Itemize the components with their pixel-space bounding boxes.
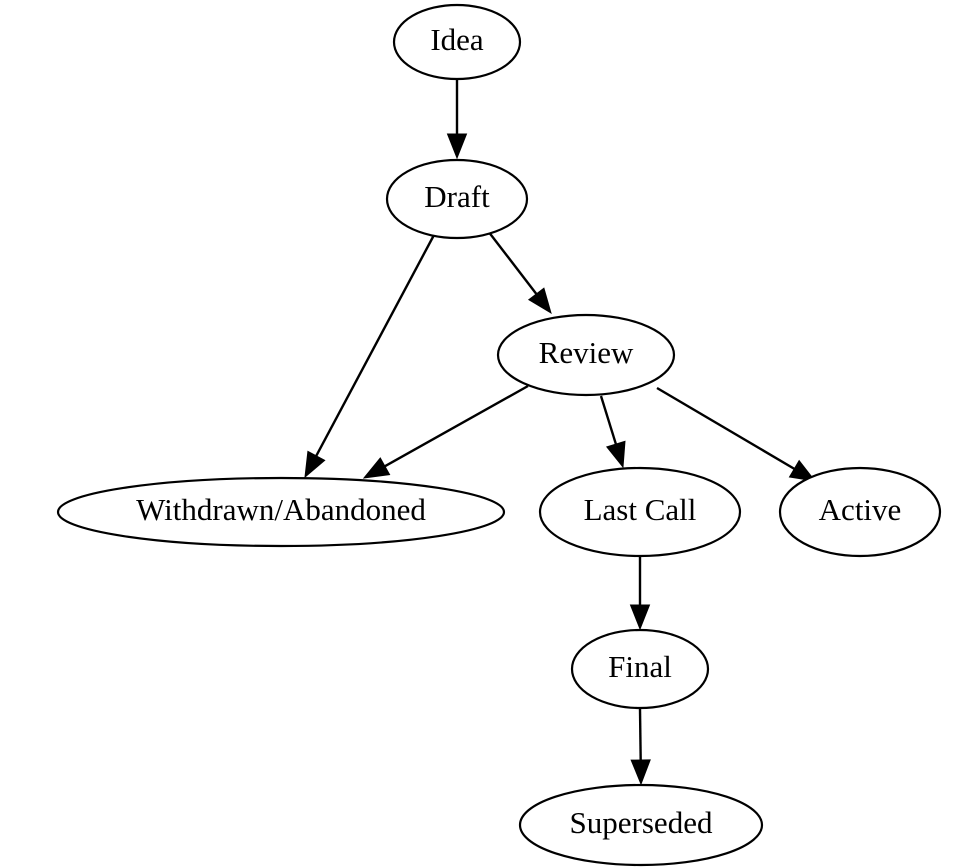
node-label: Withdrawn/Abandoned	[136, 492, 426, 527]
edge-line	[313, 234, 436, 460]
arrowhead-icon	[362, 457, 391, 479]
node-label: Superseded	[570, 805, 713, 840]
node-label: Final	[608, 649, 672, 684]
arrowhead-icon	[304, 450, 326, 479]
arrowhead-icon	[630, 759, 651, 786]
node-shape-ellipse	[496, 313, 676, 397]
edge-review-to-active	[656, 386, 817, 482]
arrowhead-icon	[788, 459, 817, 482]
edges-layer	[304, 80, 817, 786]
edge-line	[656, 386, 798, 472]
node-shape-ellipse	[518, 783, 764, 867]
node-shape-ellipse	[56, 476, 506, 548]
edge-draft-to-withdrawn	[304, 234, 436, 479]
edge-review-to-withdrawn	[362, 384, 529, 479]
arrowhead-icon	[446, 133, 468, 160]
edge-review-to-lastcall	[599, 395, 626, 469]
node-shape-ellipse	[778, 466, 942, 558]
edge-draft-to-review	[487, 230, 552, 315]
arrowhead-icon	[629, 604, 651, 631]
node-superseded[interactable]: Superseded	[518, 783, 764, 867]
arrowhead-icon	[527, 287, 552, 315]
node-label: Draft	[424, 179, 490, 214]
node-shape-ellipse	[538, 466, 742, 558]
node-shape-ellipse	[385, 158, 529, 240]
node-label: Review	[539, 335, 634, 370]
node-active[interactable]: Active	[778, 466, 942, 558]
node-shape-ellipse	[570, 628, 710, 710]
edge-line	[599, 395, 618, 448]
node-withdrawn[interactable]: Withdrawn/Abandoned	[56, 476, 506, 548]
node-shape-ellipse	[392, 3, 522, 81]
edge-idea-to-draft	[446, 80, 468, 160]
arrowhead-icon	[605, 440, 626, 469]
node-label: Active	[819, 492, 902, 527]
edge-line	[487, 230, 540, 298]
node-label: Idea	[430, 22, 484, 57]
node-review[interactable]: Review	[496, 313, 676, 397]
node-lastcall[interactable]: Last Call	[538, 466, 742, 558]
node-draft[interactable]: Draft	[385, 158, 529, 240]
edge-line	[381, 384, 529, 469]
node-final[interactable]: Final	[570, 628, 710, 710]
node-idea[interactable]: Idea	[392, 3, 522, 81]
node-label: Last Call	[584, 492, 697, 527]
edge-final-to-superseded	[630, 708, 651, 786]
edge-line	[638, 708, 642, 764]
edge-lastcall-to-final	[629, 557, 651, 631]
